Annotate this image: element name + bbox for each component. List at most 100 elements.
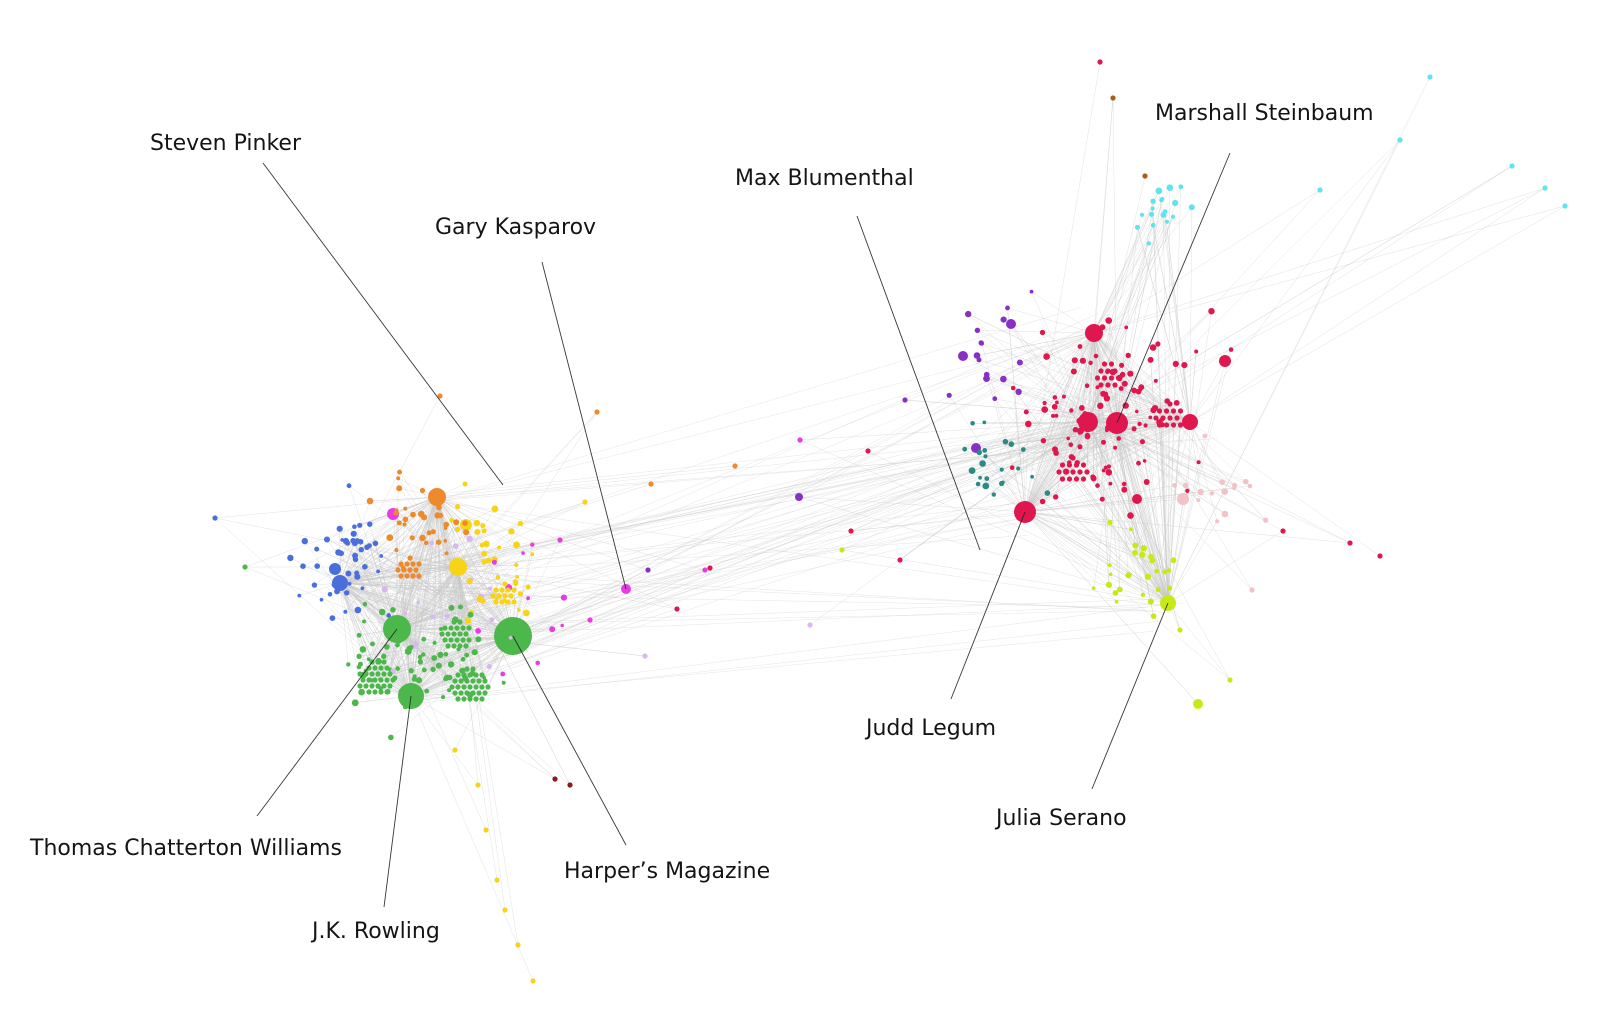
node (1056, 469, 1062, 475)
label-marshall-steinbaum: Marshall Steinbaum (1155, 101, 1374, 126)
node (1139, 439, 1145, 445)
node (449, 518, 454, 523)
node (1071, 357, 1078, 364)
node (1149, 557, 1156, 564)
edge (981, 343, 1026, 513)
edge (410, 601, 515, 697)
node (807, 622, 813, 628)
node (394, 508, 399, 512)
node (344, 590, 350, 596)
leader-judd-legum (950, 511, 1026, 700)
node (1097, 59, 1103, 65)
node (467, 611, 474, 618)
edge (1093, 198, 1163, 334)
node (364, 544, 370, 550)
edge (1152, 225, 1191, 423)
node (1088, 360, 1093, 365)
edge (1164, 211, 1191, 423)
edge (420, 496, 438, 662)
edge (1024, 402, 1058, 513)
node (1143, 423, 1148, 428)
label-max-blumenthal: Max Blumenthal (735, 166, 914, 191)
edge (1189, 421, 1223, 483)
edge (436, 496, 506, 597)
edge (1076, 332, 1095, 480)
node (958, 351, 968, 361)
bridge-edge (438, 306, 1082, 500)
bridge-edge (516, 429, 1123, 636)
edge (339, 582, 376, 693)
node (464, 678, 470, 684)
bridge-edge (406, 416, 1085, 638)
node (465, 617, 472, 624)
node (476, 595, 484, 603)
edge (396, 411, 598, 630)
node (1219, 355, 1231, 367)
edge (850, 511, 1026, 532)
node (417, 659, 423, 665)
node (494, 877, 500, 883)
node (342, 537, 349, 545)
node (517, 608, 521, 612)
edge (410, 619, 591, 697)
node (325, 537, 329, 541)
node (476, 678, 482, 684)
edge (799, 421, 1089, 441)
node (501, 680, 506, 685)
node (1094, 375, 1101, 381)
edge (348, 573, 412, 697)
bridge-edge (397, 451, 1108, 628)
node (458, 604, 463, 610)
node (515, 575, 520, 579)
node (511, 599, 517, 605)
node (1080, 476, 1087, 482)
node (505, 587, 511, 593)
edge (1024, 221, 1168, 513)
edge (799, 439, 1169, 604)
bridge-edge (517, 327, 1097, 634)
node (1147, 598, 1154, 605)
node (340, 538, 344, 542)
node (1149, 344, 1157, 351)
edge (1076, 332, 1095, 466)
node (407, 555, 413, 561)
node (1044, 490, 1051, 496)
edge (1116, 422, 1153, 561)
node (968, 467, 976, 474)
edge (1167, 187, 1171, 604)
node (397, 469, 403, 475)
node (448, 625, 454, 631)
node (674, 606, 680, 612)
node (1153, 378, 1158, 383)
node (442, 625, 448, 631)
edge (1116, 422, 1121, 590)
node (439, 627, 443, 631)
node (444, 613, 450, 619)
node (462, 481, 468, 487)
edge (1189, 207, 1193, 423)
edge (339, 483, 652, 584)
node (1149, 211, 1154, 217)
edge (1024, 511, 1199, 705)
node (396, 476, 401, 481)
edge (339, 582, 556, 780)
node (461, 696, 467, 702)
node (403, 506, 408, 511)
node (493, 599, 499, 605)
edge (1189, 421, 1201, 493)
edge (1093, 211, 1166, 334)
edge (436, 496, 706, 571)
node (1002, 438, 1009, 445)
node (965, 310, 972, 318)
edge (1184, 365, 1191, 423)
node (451, 643, 457, 649)
bridge-edge (397, 598, 1169, 628)
node (1039, 329, 1046, 336)
edge (339, 544, 517, 584)
node (1070, 469, 1076, 475)
node (1181, 362, 1188, 369)
bridge-edge (455, 513, 1033, 568)
node (1077, 427, 1084, 435)
edge (436, 496, 449, 647)
node (1121, 380, 1128, 387)
